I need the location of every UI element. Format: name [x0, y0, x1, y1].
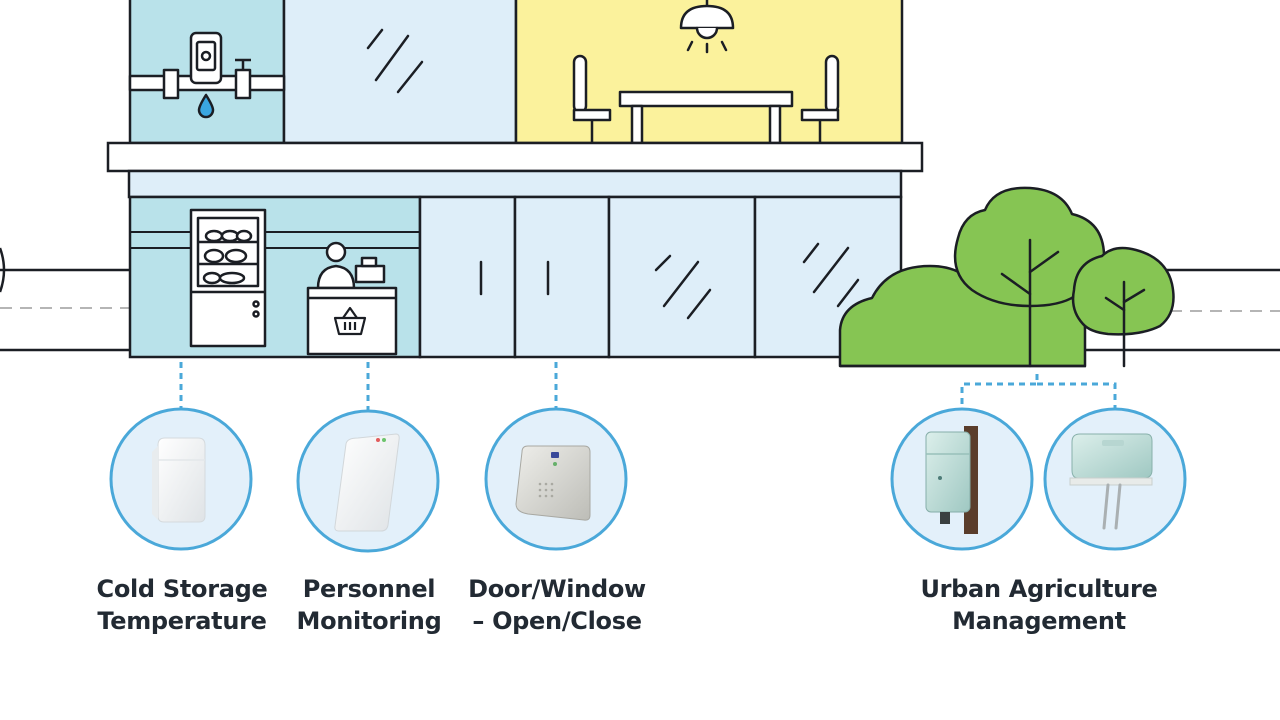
dining-table-icon: [572, 54, 840, 145]
label-line: Monitoring: [296, 607, 442, 635]
label-line: Management: [952, 607, 1126, 635]
label-line: Door/Window: [468, 575, 646, 603]
sensor-circles: [109, 407, 1187, 553]
building-slab: [106, 141, 924, 199]
soil-sensor-probe: [1043, 407, 1187, 551]
upper-floor: [128, 0, 904, 145]
glass-reflection: [366, 28, 424, 94]
ceiling-lamp-icon: [679, 0, 735, 54]
label-personnel-monitoring: Personnel Monitoring: [249, 573, 489, 637]
soil-sensor-mounted: [890, 407, 1034, 551]
storefront-glass: [418, 195, 903, 359]
door-window-sensor: [484, 407, 628, 551]
trees: [838, 186, 1175, 368]
personnel-sensor: [296, 409, 440, 553]
cashier-icon: [306, 241, 398, 356]
label-line: Temperature: [97, 607, 267, 635]
road: [0, 247, 1280, 352]
label-line: – Open/Close: [472, 607, 642, 635]
label-urban-agriculture-management: Urban Agriculture Management: [889, 573, 1189, 637]
water-meter-icon: [128, 31, 286, 119]
label-line: Urban Agriculture: [920, 575, 1158, 603]
display-fridge-icon: [189, 208, 267, 348]
label-line: Cold Storage: [96, 575, 268, 603]
connectors: [179, 362, 1117, 410]
label-line: Personnel: [302, 575, 436, 603]
shopping-basket-icon: [333, 306, 367, 336]
label-door-window-open-close: Door/Window – Open/Close: [437, 573, 677, 637]
label-cold-storage-temperature: Cold Storage Temperature: [62, 573, 302, 637]
ground-floor: [128, 195, 903, 359]
cold-storage-sensor: [109, 407, 253, 551]
